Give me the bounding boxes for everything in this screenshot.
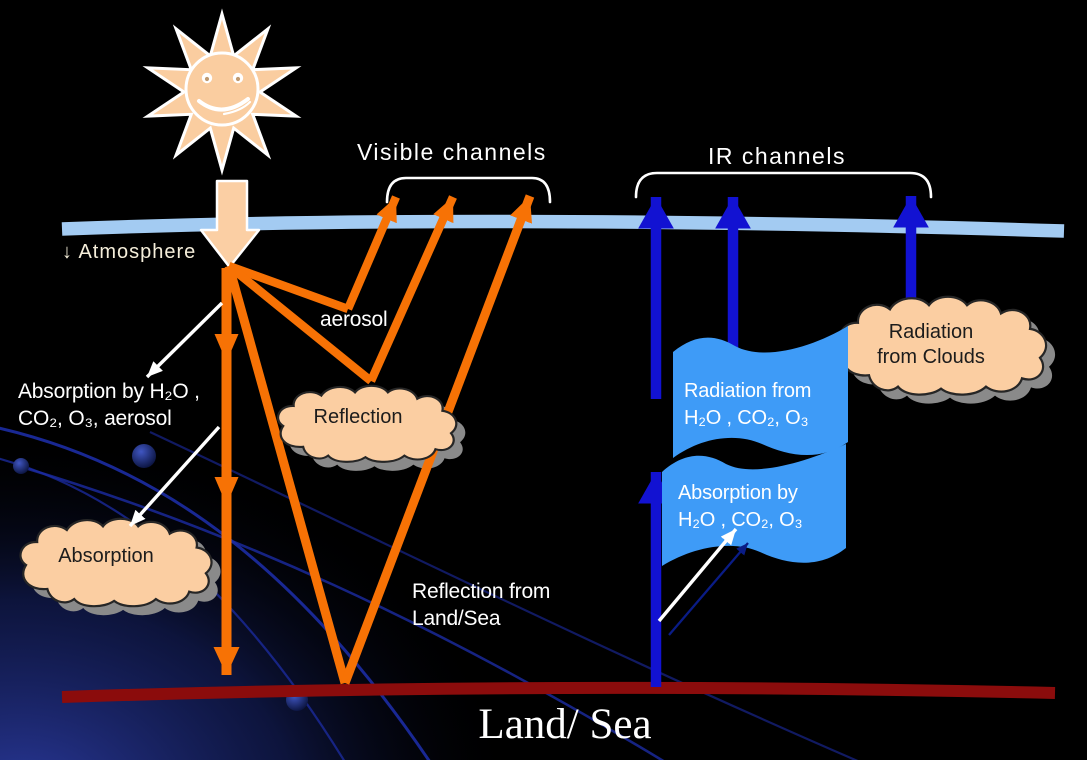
background-orb: [13, 458, 29, 474]
reflection-note-line2: Land/Sea: [412, 607, 501, 630]
land-sea-label: Land/ Sea: [478, 701, 652, 748]
pointer-to-absorption-note: [145, 301, 224, 379]
background-swoosh: [24, 466, 665, 760]
absorption-note-line2: CO₂, O₃, aerosol: [18, 407, 172, 430]
cloud-reflection-arrow: [367, 195, 457, 383]
ir-channels-bracket: [634, 171, 933, 199]
background-swoosh: [0, 426, 431, 760]
aerosol-label: aerosol: [320, 308, 388, 331]
sun-smile: [197, 97, 250, 112]
land-sea-band: [61, 681, 1056, 703]
reflection-note-line1: Reflection from: [412, 580, 551, 603]
radiation-cloud-label-line2: from Clouds: [877, 346, 985, 368]
sunbeam-block-arrow: [199, 179, 261, 269]
reflection-cloud-label: Reflection: [313, 406, 403, 428]
sun-smile-echo: [222, 100, 252, 116]
visible-channels-label: Visible channels: [357, 139, 547, 165]
sun-pupil: [204, 76, 210, 82]
background-swoosh: [149, 431, 859, 760]
solar-absorption-arrowhead: [214, 477, 239, 505]
solar-absorption-arrowhead: [214, 334, 239, 362]
solar-ray-to-aerosol: [227, 262, 350, 313]
solar-ray-to-cloud: [226, 262, 374, 385]
ir-radiation-arrows: [638, 196, 929, 687]
absorption-flag-line1: Absorption by: [678, 482, 798, 504]
radiation-flag-line1: Radiation from: [684, 380, 812, 402]
ir-channels-label: IR channels: [708, 143, 846, 169]
pointer-to-absorption-cloud: [128, 425, 221, 528]
absorption-flag-line2: H₂O , CO₂, O₃: [678, 509, 803, 531]
sun-pupil: [235, 76, 241, 82]
sun-icon: [142, 8, 302, 176]
absorption-cloud-label: Absorption: [58, 545, 154, 567]
solar-ray-to-surface: [224, 264, 350, 685]
pointer-to-absorption-flag-navy: [668, 542, 749, 636]
background-orb: [132, 444, 156, 468]
pointer-to-absorption-flag: [657, 527, 738, 623]
aerosol-scatter-arrow: [344, 195, 400, 311]
sun-face: [184, 51, 260, 127]
radiation-flag: [673, 326, 848, 458]
radiation-cloud-label-line1: Radiation: [888, 321, 974, 343]
background-glow: [0, 430, 516, 760]
atmosphere-label: ↓ Atmosphere: [62, 241, 197, 263]
radiation-flag-line2: H₂O , CO₂, O₃: [684, 407, 809, 429]
visible-channels-bracket: [385, 176, 552, 204]
absorption-flag: [662, 444, 846, 566]
absorption-note-line1: Absorption by H₂O ,: [18, 380, 200, 403]
